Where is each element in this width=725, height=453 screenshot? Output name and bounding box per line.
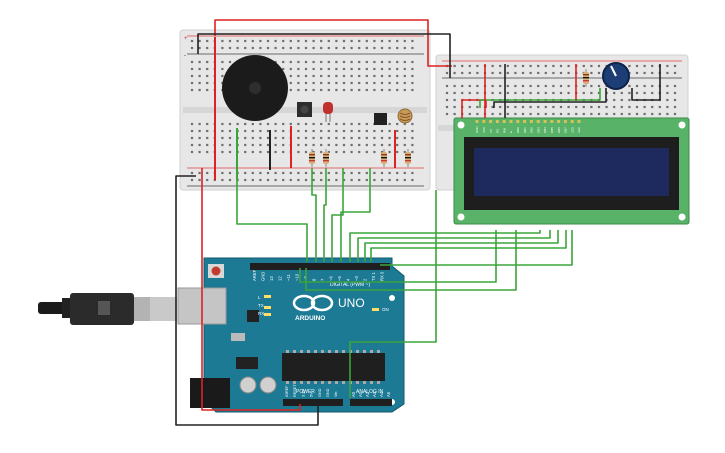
resistor-2[interactable] — [323, 149, 329, 167]
lcd-pin[interactable] — [495, 120, 499, 123]
lcd-pin-label: GND — [475, 126, 479, 134]
lcd-pin[interactable] — [536, 120, 540, 123]
power-pin-label: Vin — [334, 392, 338, 397]
digital-pin-label: 2 — [363, 278, 368, 281]
digital-pin-label: ~3 — [354, 276, 359, 281]
board-led-label: L — [258, 295, 261, 300]
lcd-pin-label: V0 — [489, 129, 493, 133]
power-pin-label: GND — [318, 388, 322, 397]
analog-pin-label: A2 — [365, 391, 370, 397]
board-led-label: RX — [258, 311, 264, 316]
analog-pin-label: A5 — [386, 391, 391, 397]
resistor-4[interactable] — [405, 149, 411, 167]
lcd-pin[interactable] — [509, 120, 513, 123]
digital-pin-label: ~10 — [295, 273, 300, 281]
lcd-pin-label: DB6 — [557, 127, 561, 133]
lcd-pin[interactable] — [529, 120, 533, 123]
digital-pin-label: 13 — [269, 276, 274, 281]
lcd-pin-label: DB4 — [543, 127, 547, 133]
power-pin-label: GND — [326, 388, 330, 397]
arduino-brand: ARDUINO — [295, 315, 325, 322]
lcd-pin-label: RS — [496, 129, 500, 133]
digital-pin-label: 4 — [346, 278, 351, 281]
lcd-pin-label: E — [509, 131, 513, 133]
lcd-pin[interactable] — [489, 120, 493, 123]
lcd-pin-label: DB1 — [523, 127, 527, 133]
resistor-1[interactable] — [309, 149, 315, 167]
arduino-logo — [292, 294, 334, 312]
lcd-pin-label: LED — [570, 126, 574, 133]
photoresistor[interactable] — [397, 108, 413, 124]
digital-pin-label: 7 — [320, 278, 325, 281]
lcd-pin[interactable] — [570, 120, 574, 123]
analog-pin-label: A4 — [379, 391, 384, 397]
digital-label: DIGITAL (PWM ~) — [330, 282, 370, 288]
wires — [175, 19, 661, 426]
power-pin-label: IOREF — [285, 385, 289, 397]
piezo-buzzer[interactable] — [222, 55, 288, 121]
pushbutton[interactable] — [297, 102, 312, 117]
arduino-uno[interactable]: ARDUINO UNO DIGITAL (PWM ~) ON POWER ANA… — [177, 257, 405, 413]
lcd-pin[interactable] — [550, 120, 554, 123]
power-pin-label: RESET — [293, 384, 297, 397]
resistor-3[interactable] — [381, 149, 387, 167]
on-led-label: ON — [382, 307, 389, 312]
lcd-pin-label: DB5 — [550, 127, 554, 133]
analog-label: ANALOG IN — [356, 389, 384, 395]
breadboard-left-rail-plus: + — [184, 36, 188, 42]
power-pin-label: 3.3V — [301, 389, 305, 397]
lcd-pin[interactable] — [557, 120, 561, 123]
lcd-pin-label: DB2 — [530, 127, 534, 133]
digital-pin-label: TX 1 — [371, 271, 376, 281]
lcd-pin[interactable] — [502, 120, 506, 123]
lcd-pin[interactable] — [516, 120, 520, 123]
lcd-pin-label: DB7 — [564, 127, 568, 133]
lcd-pin-label: RW — [502, 128, 506, 133]
lcd-pin[interactable] — [523, 120, 527, 123]
digital-pin-label: AREF — [252, 269, 257, 281]
lcd-pin[interactable] — [577, 120, 581, 123]
digital-pin-label: 12 — [278, 276, 283, 281]
red-led[interactable] — [323, 102, 333, 122]
analog-pin-label: A3 — [372, 391, 377, 397]
usb-cable — [38, 293, 178, 325]
lcd-pin[interactable] — [563, 120, 567, 123]
digital-pin-label: ~5 — [337, 276, 342, 281]
lcd-pin-label: DB0 — [516, 127, 520, 133]
lcd-pin-label: VCC — [482, 126, 486, 133]
digital-pin-label: ~11 — [286, 274, 291, 281]
lcd-pin-label: LED — [577, 126, 581, 133]
reset-button[interactable] — [211, 266, 221, 276]
digital-pin-label: 8 — [312, 278, 317, 281]
tmp-sensor[interactable] — [374, 113, 387, 125]
digital-pin-label: GND — [261, 272, 266, 281]
board-led-label: TX — [258, 303, 264, 308]
lcd-pin[interactable] — [482, 120, 486, 123]
potentiometer[interactable] — [602, 62, 630, 90]
analog-pin-label: A1 — [358, 391, 363, 397]
digital-pin-label: RX 0 — [380, 271, 385, 281]
breadboard-left-rail-minus: - — [184, 53, 186, 59]
breadboard-jumpers — [214, 37, 396, 180]
lcd-pin[interactable] — [475, 120, 479, 123]
lcd-pin[interactable] — [543, 120, 547, 123]
arduino-model: UNO — [338, 296, 365, 310]
resistor-5[interactable] — [583, 69, 589, 87]
digital-pin-label: ~6 — [329, 276, 334, 281]
power-pin-label: 5V — [310, 392, 314, 397]
lcd-pin-label: DB3 — [536, 127, 540, 133]
power-label: POWER — [296, 389, 315, 395]
analog-pin-label: A0 — [351, 391, 356, 397]
